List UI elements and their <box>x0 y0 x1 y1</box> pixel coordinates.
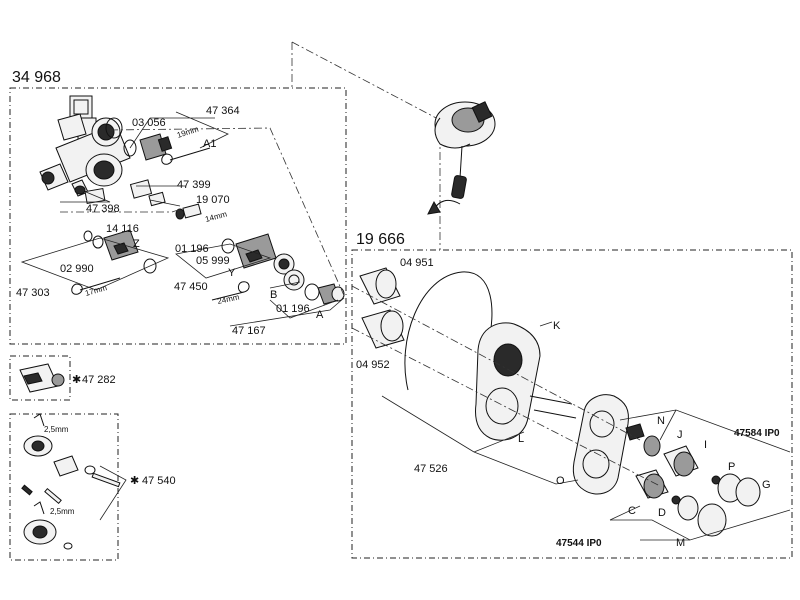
label-b: B <box>270 289 277 301</box>
spindle-extension-illustration <box>427 101 496 215</box>
valve-body-box <box>9 87 347 345</box>
label-03056: 03 056 <box>132 117 166 129</box>
label-47167: 47 167 <box>232 325 266 337</box>
label-dim-24mm: 24mm <box>217 292 241 305</box>
label-47540: 47 540 <box>142 475 176 487</box>
label-c: C <box>628 505 636 517</box>
label-a1: A1 <box>203 138 216 150</box>
label-04951: 04 951 <box>400 257 434 269</box>
label-g: G <box>762 479 771 491</box>
label-47450: 47 450 <box>174 281 208 293</box>
label-47282: 47 282 <box>82 374 116 386</box>
section-title-trim-set: 19 666 <box>356 231 405 248</box>
label-01196-lower: 01 196 <box>276 303 310 315</box>
label-dim-19mm: 19mm <box>176 124 200 140</box>
trim-box <box>351 249 793 559</box>
label-02990: 02 990 <box>60 263 94 275</box>
valve-body-leaders <box>20 111 347 327</box>
star-marker-47282: ✱ <box>72 374 81 386</box>
label-05999: 05 999 <box>196 255 230 267</box>
label-14116: 14 116 <box>106 223 139 235</box>
label-47399: 47 399 <box>177 179 211 191</box>
tool-bracket <box>99 465 127 521</box>
label-n: N <box>657 415 665 427</box>
label-04952: 04 952 <box>356 359 390 371</box>
cartridge-47282-illustration <box>19 363 65 393</box>
label-47544-ip0: 47544 IP0 <box>556 538 602 549</box>
label-z: Z <box>133 238 140 250</box>
label-j: J <box>677 429 683 441</box>
label-m: M <box>676 537 685 549</box>
label-47303: 47 303 <box>16 287 50 299</box>
label-47364: 47 364 <box>206 105 240 117</box>
label-l: L <box>518 433 524 445</box>
label-i: I <box>704 439 707 451</box>
cartridge-box <box>9 355 71 401</box>
label-o: O <box>556 475 565 487</box>
label-47584-ip0: 47584 IP0 <box>734 428 780 439</box>
trim-set-parts <box>359 267 761 537</box>
label-dim-2-5mm-upper: 2,5mm <box>44 425 69 434</box>
star-marker-47540: ✱ <box>130 475 139 487</box>
label-47526: 47 526 <box>414 463 448 475</box>
label-dim-2-5mm-lower: 2,5mm <box>50 507 75 516</box>
tool-box <box>9 413 119 561</box>
label-01196-upper: 01 196 <box>175 243 209 255</box>
label-dim-14mm: 14mm <box>204 209 228 224</box>
label-19070: 19 070 <box>196 194 230 206</box>
label-dim-17mm: 17mm <box>84 283 108 298</box>
label-k: K <box>553 320 561 332</box>
label-p: P <box>728 461 735 473</box>
label-y: Y <box>228 267 236 279</box>
label-a: A <box>316 309 324 321</box>
guide-line-main <box>291 41 441 250</box>
trim-set-leaders <box>351 285 791 541</box>
section-title-valve-body: 34 968 <box>12 69 61 86</box>
label-47398: 47 398 <box>86 203 120 215</box>
label-d: D <box>658 507 666 519</box>
tool-set-47540-illustration <box>21 413 121 550</box>
